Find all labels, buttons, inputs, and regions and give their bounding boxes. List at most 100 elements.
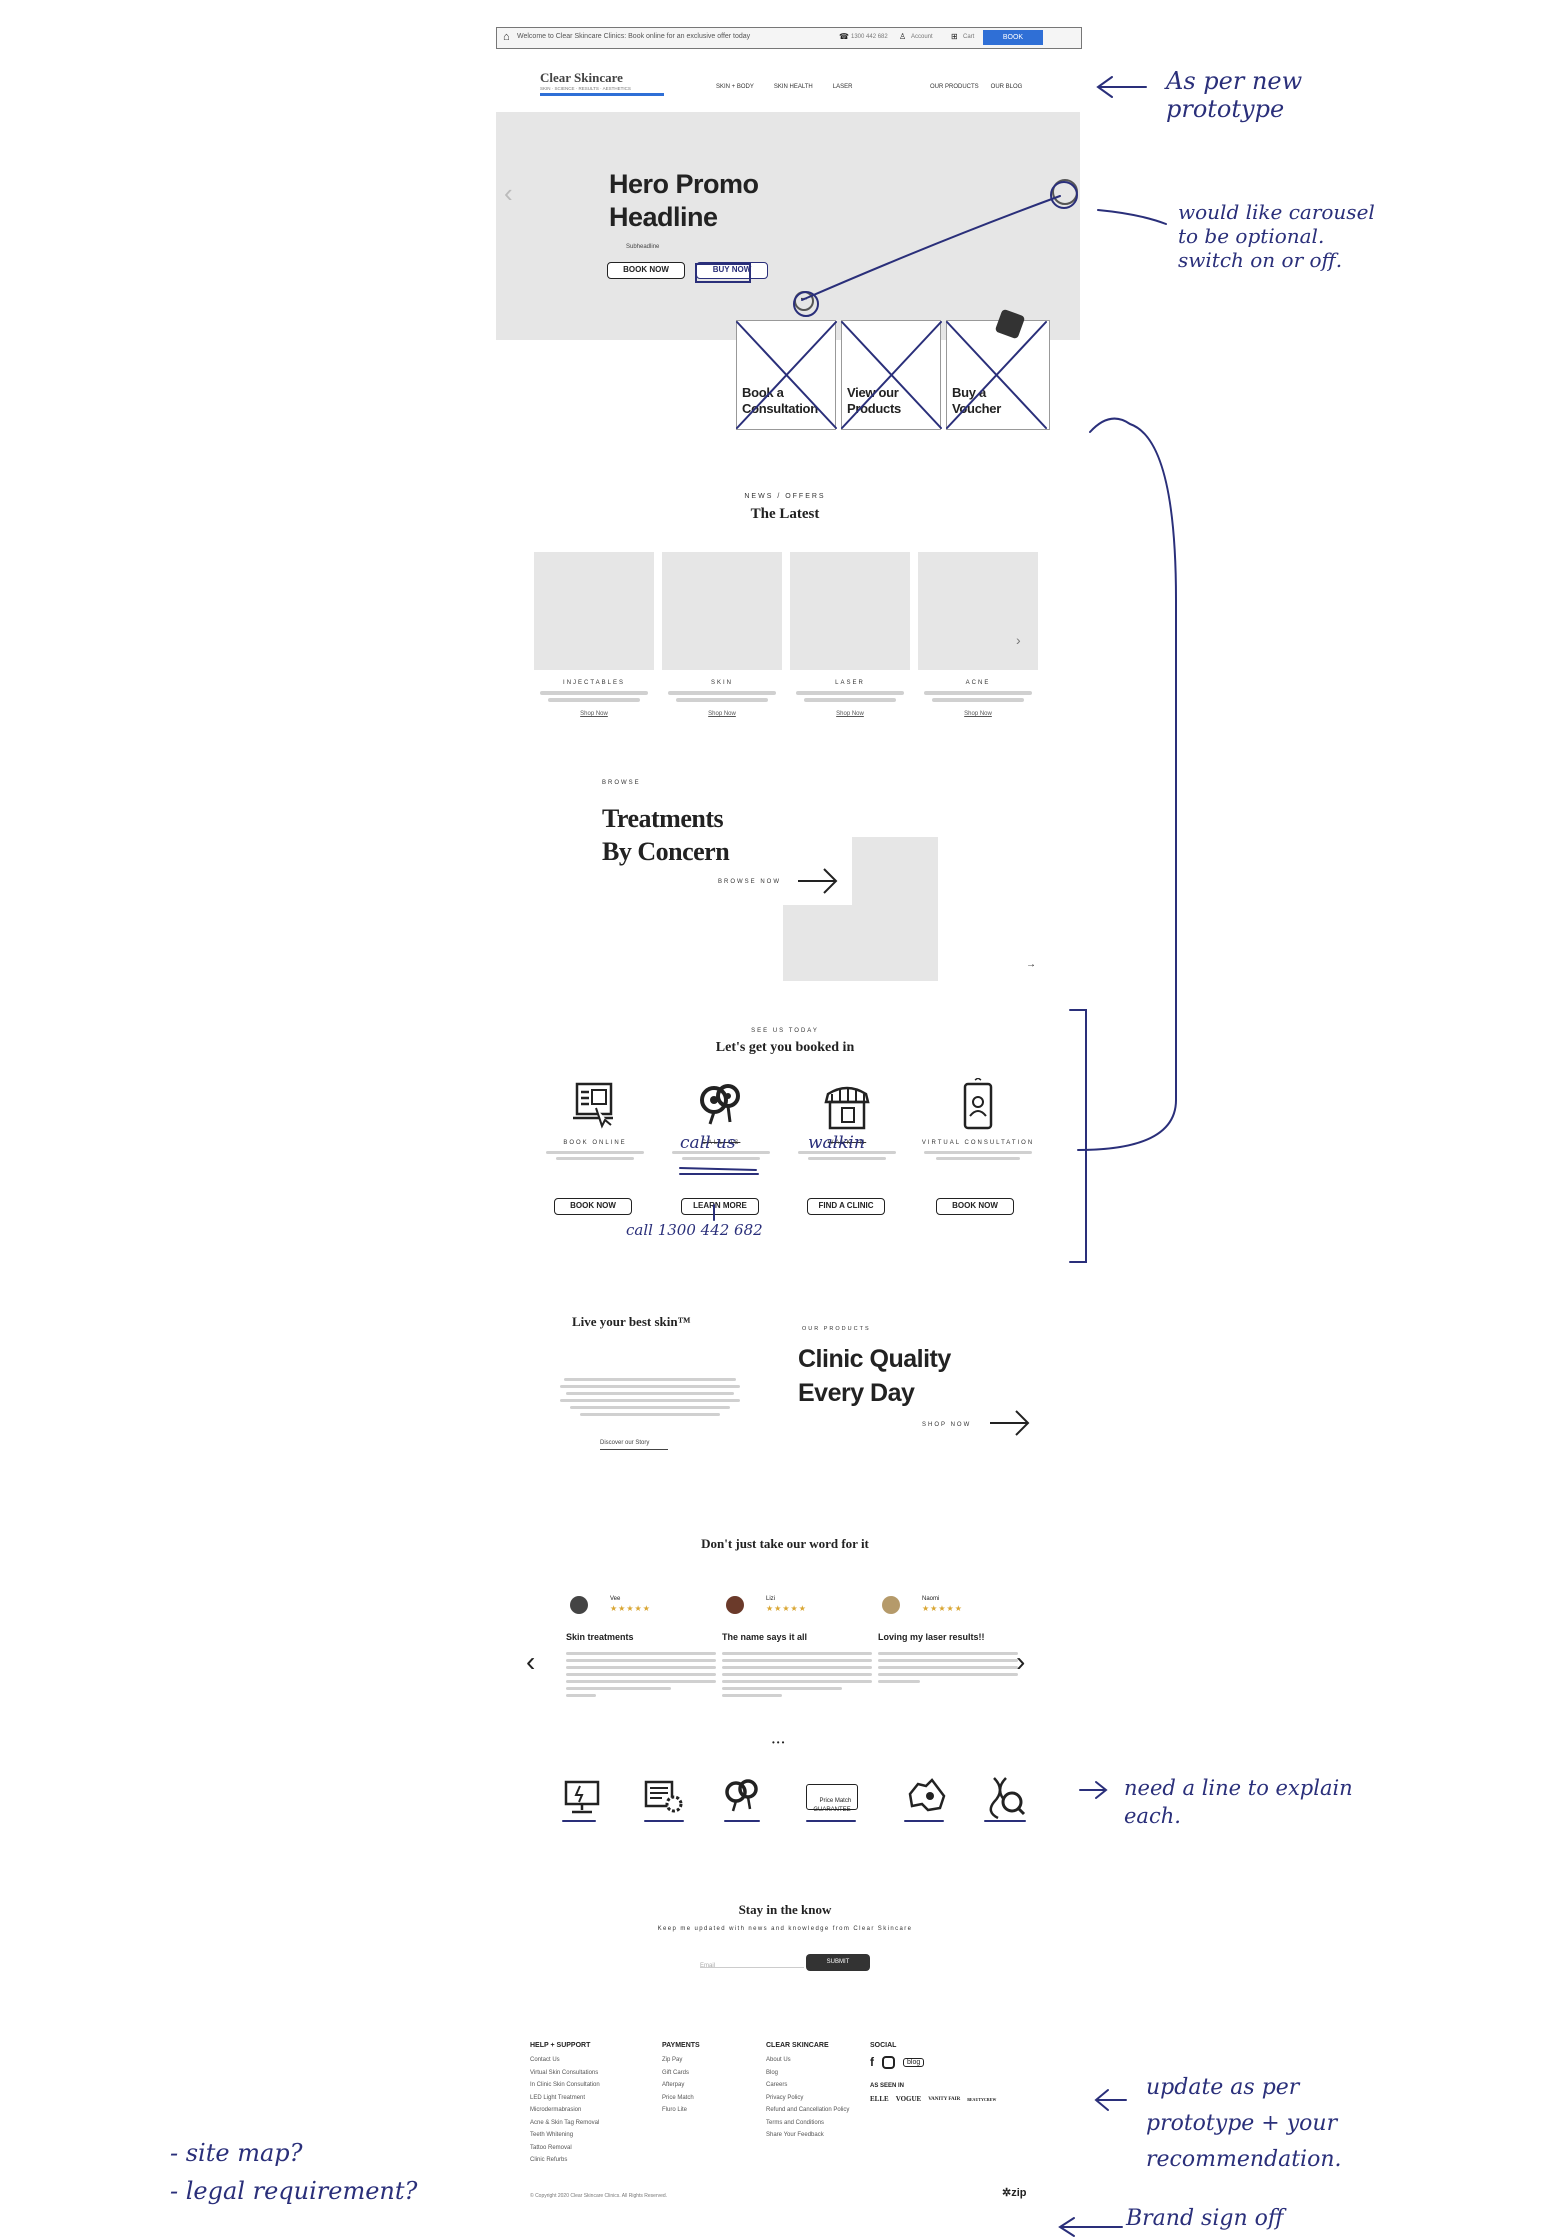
footer-link[interactable]: Clinic Refurbs [530,2157,568,2163]
footer-link[interactable]: Gift Cards [662,2069,690,2076]
footer-link[interactable]: Fluro Lite [662,2107,688,2113]
annotation-brand: Brand sign off [1126,2206,1284,2231]
option-label: VIRTUAL CONSULTATION [921,1140,1035,1146]
footer-link[interactable]: In Clinic Skin Consultation [530,2082,600,2088]
footer-link[interactable]: Acne & Skin Tag Removal [530,2119,600,2126]
review-pagination[interactable]: ••• [772,1738,787,1747]
booking-options: BOOK ONLINE BOOK NOW CALL US LEARN MORE … [540,1078,1040,1228]
footer-link[interactable]: Terms and Conditions [766,2119,825,2126]
option-text [672,1151,770,1154]
topbar-phone[interactable]: 1300 442 682 [851,34,888,40]
chevron-right-icon[interactable]: › [1016,632,1021,648]
footer-link[interactable]: LED Light Treatment [530,2094,586,2101]
tile-label: View our Products [847,385,901,416]
latest-card[interactable]: SKIN Shop Now [662,552,782,717]
option-text [798,1151,896,1154]
monitor-icon [564,1780,600,1814]
card-link[interactable]: Shop Now [836,711,864,717]
book-online-button[interactable]: BOOK NOW [554,1198,632,1215]
discover-story-link[interactable]: Discover our Story [600,1440,668,1450]
submit-button[interactable]: SUBMIT [806,1954,870,1971]
card-category: SKIN [710,680,733,686]
user-icon[interactable]: ♙ [899,32,907,41]
review-title: Loving my laser results!! [878,1632,985,1642]
latest-card[interactable]: LASER Shop Now [790,552,910,717]
zip-icon: ✲ [1002,2187,1012,2199]
newsletter-subtitle: Keep me updated with news and knowledge … [657,1926,913,1932]
arrow-right-icon[interactable] [988,1408,1032,1438]
feature-icons: Price Match GUARANTEE [560,1774,1040,1834]
facebook-icon[interactable]: f [870,2055,874,2069]
review-stars: ★★★★★ [922,1604,963,1613]
booking-title: Let's get you booked in [715,1040,855,1055]
footer-col-clear-skincare: CLEAR SKINCARE About Us Blog Careers Pri… [766,2042,866,2142]
footer-link[interactable]: Zip Pay [662,2057,683,2063]
footer-link[interactable]: Share Your Feedback [766,2132,824,2138]
account-link[interactable]: Account [911,34,933,40]
option-text [682,1157,760,1160]
avatar [726,1596,744,1614]
footer-link[interactable]: Tattoo Removal [530,2144,572,2151]
hero-subheadline: Subheadline [626,244,660,250]
hero-book-button[interactable]: BOOK NOW [607,262,685,279]
footer-link[interactable]: Privacy Policy [766,2094,804,2101]
card-link[interactable]: Shop Now [580,711,608,717]
instagram-icon[interactable] [882,2055,895,2069]
phone-icon[interactable]: ☎ [839,32,849,41]
chevron-right-icon[interactable]: › [1016,1646,1026,1677]
annotation-call-us: call us [680,1133,736,1153]
annotation-prototype: As per new prototype [1166,67,1303,123]
treatments-image [783,905,863,981]
find-clinic-button[interactable]: FIND A CLINIC [807,1198,885,1215]
hero-book-label: BOOK NOW [623,265,669,274]
arrow-right-icon[interactable] [796,866,840,896]
products-eyebrow: OUR PRODUCTS [802,1326,871,1332]
topbar-book-button[interactable]: BOOK [983,30,1043,45]
footer-link[interactable]: Microdermabrasion [530,2107,582,2113]
latest-card[interactable]: INJECTABLES Shop Now [534,552,654,717]
button-label: BOOK NOW [570,1201,616,1210]
card-text [796,691,904,695]
nav-link-blog[interactable]: OUR BLOG [990,84,1023,90]
review-body [722,1652,872,1697]
option-text [808,1157,886,1160]
home-icon[interactable]: ⌂ [503,31,510,43]
storefront-icon [824,1086,870,1130]
cart-icon[interactable]: ⊞ [951,32,958,41]
footer-link[interactable]: Contact Us [530,2057,560,2063]
small-arrow-icon[interactable]: → [1026,959,1036,970]
reviewer-name: Naomi [922,1596,940,1602]
virtual-book-button[interactable]: BOOK NOW [936,1198,1014,1215]
nav-link[interactable]: LASER [832,84,853,90]
treatments-cta[interactable]: BROWSE NOW [718,879,781,885]
footer-link[interactable]: Careers [766,2082,788,2088]
shop-now-link[interactable]: SHOP NOW [922,1422,972,1428]
cart-link[interactable]: Cart [963,34,975,40]
card-link[interactable]: Shop Now [964,711,992,717]
footer-link[interactable]: About Us [766,2057,791,2063]
email-field[interactable]: Email [700,1954,804,1969]
review-title: The name says it all [722,1632,808,1642]
chevron-left-icon[interactable]: ‹ [526,1646,536,1677]
footer-link[interactable]: Afterpay [662,2082,685,2088]
option-label: WALK IN [827,1140,867,1146]
footer-link[interactable]: Blog [766,2069,779,2076]
latest-title: The Latest [750,506,820,522]
blog-badge[interactable]: blog [903,2057,925,2067]
nav-link[interactable]: SKIN + BODY [716,84,754,90]
chevron-left-icon[interactable]: ‹ [504,178,513,208]
learn-more-button[interactable]: LEARN MORE [681,1198,759,1215]
footer-link[interactable]: Teeth Whitening [530,2132,574,2138]
latest-card[interactable]: ACNE Shop Now [918,552,1038,717]
card-link[interactable]: Shop Now [708,711,736,717]
nav-link[interactable]: SKIN HEALTH [773,84,813,90]
nav-link-products[interactable]: OUR PRODUCTS [930,84,979,90]
footer-link[interactable]: Refund and Cancellation Policy [766,2107,850,2113]
review-body [878,1652,1018,1683]
annotation-call-number: call 1300 442 682 [626,1221,763,1239]
treatments-eyebrow: BROWSE [602,780,641,786]
card-text [668,691,776,695]
footer-link[interactable]: Price Match [662,2094,694,2101]
logo[interactable]: Clear Skincare SKIN · SCIENCE · RESULTS … [540,70,664,96]
footer-link[interactable]: Virtual Skin Consultations [530,2069,599,2076]
